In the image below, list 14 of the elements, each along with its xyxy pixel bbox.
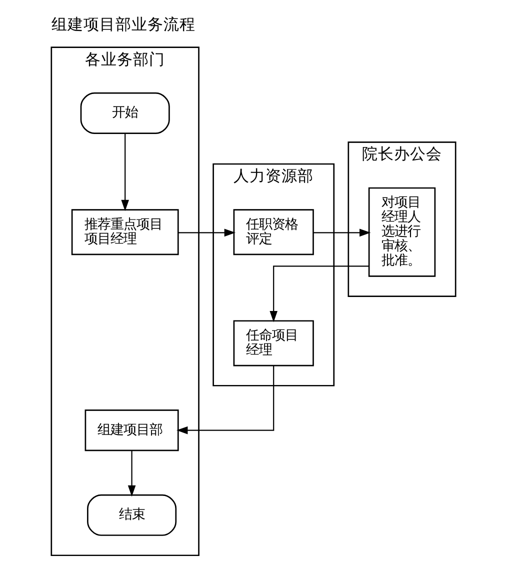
node-box: 组建项目部	[84, 410, 178, 452]
arrow	[269, 266, 368, 322]
arrow	[120, 133, 128, 212]
arrow	[176, 366, 274, 434]
node-box: 开始	[80, 92, 170, 134]
node-box: 任命项目经理	[232, 320, 314, 366]
node-box: 结束	[86, 494, 176, 536]
arrow	[313, 228, 370, 237]
diagram-title: 组建项目部业务流程	[50, 14, 195, 34]
arrow	[127, 450, 136, 497]
node-box: 任职资格评定	[232, 209, 314, 256]
node-box: 对项目经理人选进行审核、批准。	[368, 187, 436, 277]
arrow	[178, 228, 236, 237]
node-box: 推荐重点项目项目经理	[70, 209, 178, 256]
